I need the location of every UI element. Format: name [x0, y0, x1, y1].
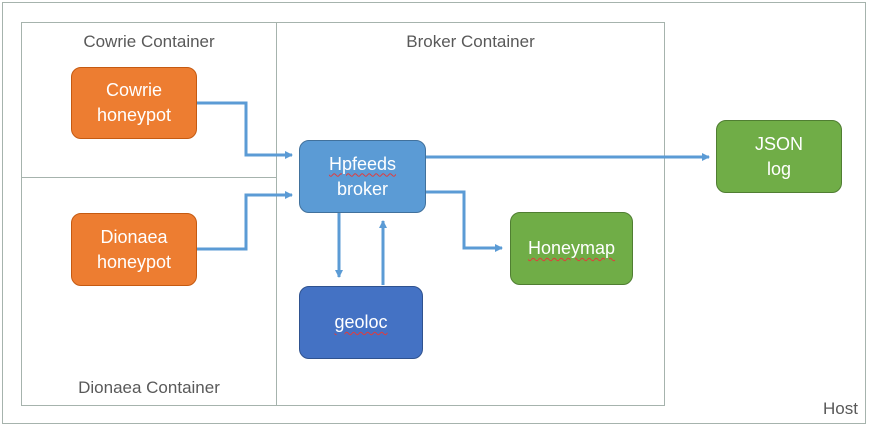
dionaea-container-label: Dionaea Container: [78, 378, 220, 397]
hpfeeds-node-line2: broker: [336, 178, 389, 199]
json-log-node: JSON log: [716, 120, 842, 193]
dionaea-honeypot-node: Dionaea honeypot: [71, 213, 197, 286]
cowrie-node-line2: honeypot: [96, 105, 172, 125]
cowrie-container-label: Cowrie Container: [83, 32, 215, 51]
json-node-line2: log: [766, 158, 792, 179]
broker-container-label: Broker Container: [406, 32, 535, 51]
dionaea-node-line1: Dionaea: [100, 226, 168, 247]
arrow-dionaea-to-hpfeeds: [197, 191, 293, 251]
cowrie-honeypot-node: Cowrie honeypot: [71, 67, 197, 139]
geoloc-node-label: geoloc: [334, 312, 388, 332]
broker-container-frame: [276, 22, 665, 406]
json-node-line1: JSON: [754, 133, 803, 154]
hpfeeds-node-line1: Hpfeeds: [328, 153, 397, 174]
host-label: Host: [823, 399, 858, 418]
honeymap-node-label: Honeymap: [527, 238, 616, 258]
cowrie-node-line1: Cowrie: [105, 80, 162, 100]
arrow-cowrie-to-hpfeeds: [197, 101, 293, 159]
geoloc-node: geoloc: [299, 286, 423, 359]
dionaea-node-line2: honeypot: [96, 251, 172, 272]
hpfeeds-broker-node: Hpfeeds broker: [299, 140, 426, 213]
arrow-hpfeeds-to-honeymap: [426, 190, 503, 252]
honeymap-node: Honeymap: [510, 212, 633, 285]
